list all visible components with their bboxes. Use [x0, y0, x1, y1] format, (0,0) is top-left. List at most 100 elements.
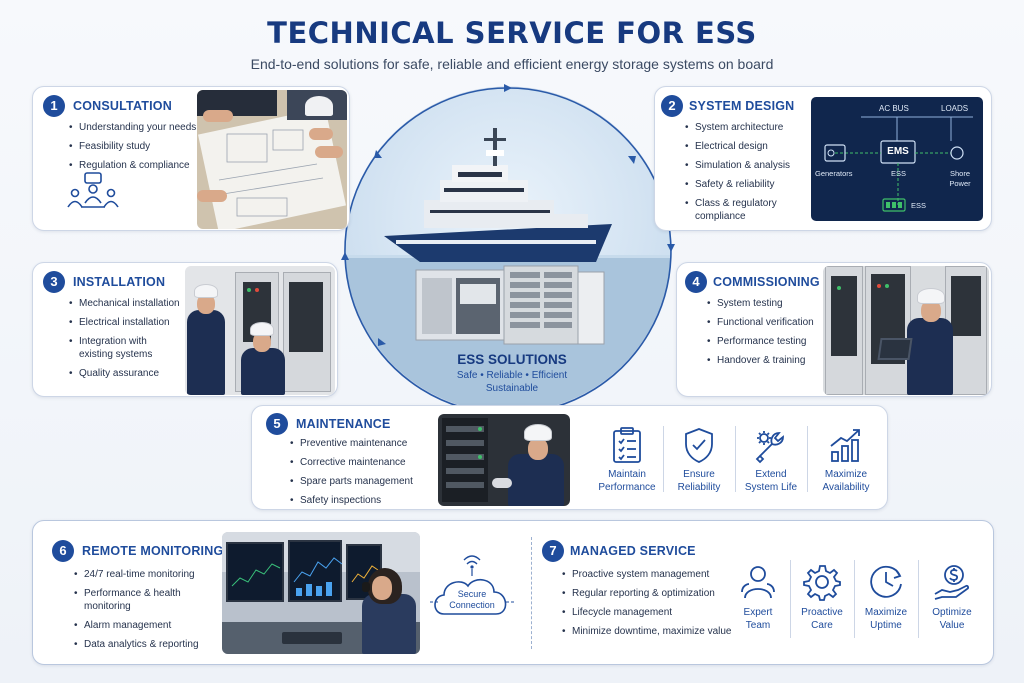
- divider: [918, 560, 919, 638]
- step-number: 2: [661, 95, 683, 117]
- card-title: SYSTEM DESIGN: [689, 99, 795, 113]
- system-design-card: 2 SYSTEM DESIGN System architecture Elec…: [654, 86, 992, 231]
- secure-connection-label: Secure Connection: [436, 589, 508, 611]
- ess-solutions-label: ESS SOLUTIONS Safe • Reliable • Efficien…: [412, 352, 612, 394]
- feature-label: Availability: [822, 482, 870, 493]
- shore-power-label: Shore Power: [949, 169, 971, 188]
- list-item: Feasibility study: [69, 140, 199, 153]
- divider: [807, 426, 808, 492]
- list-item: Handover & training: [707, 354, 823, 367]
- system-design-list: System architecture Electrical design Si…: [685, 121, 801, 229]
- list-item: Performance testing: [707, 335, 823, 348]
- divider: [735, 426, 736, 492]
- list-item: Preventive maintenance: [290, 437, 430, 450]
- growth-chart-icon: [830, 429, 860, 462]
- step-number: 6: [52, 540, 74, 562]
- feature-label: Proactive: [801, 607, 843, 618]
- feature-label: Uptime: [870, 620, 902, 631]
- list-item: Corrective maintenance: [290, 456, 430, 469]
- ems-label: EMS: [887, 146, 909, 157]
- list-item: Integration with existing systems: [69, 335, 181, 361]
- installation-card: 3 INSTALLATION Mechanical installation E…: [32, 262, 338, 397]
- feature-optimize-value: Optimize Value: [922, 562, 982, 632]
- list-item: Understanding your needs: [69, 121, 199, 134]
- consultation-photo: [197, 90, 347, 229]
- uptime-clock-icon: [870, 565, 902, 598]
- step-number: 1: [43, 95, 65, 117]
- list-item: Safety & reliability: [685, 178, 801, 191]
- card-title: MANAGED SERVICE: [570, 544, 696, 558]
- consultation-card: 1 CONSULTATION Understanding your needs …: [32, 86, 350, 231]
- consultation-list: Understanding your needs Feasibility stu…: [69, 121, 199, 178]
- commissioning-card: 4 COMMISSIONING System testing Functiona…: [676, 262, 992, 397]
- divider: [854, 560, 855, 638]
- wrench-gear-icon: [755, 431, 784, 464]
- feature-label: Reliability: [677, 482, 721, 493]
- feature-label: Maintain: [608, 469, 646, 480]
- feature-label: System Life: [744, 482, 798, 493]
- feature-extend-system-life: Extend System Life: [739, 426, 803, 494]
- team-icon: [741, 566, 775, 599]
- page-title: TECHNICAL SERVICE FOR ESS: [267, 16, 757, 50]
- list-item: Minimize downtime, maximize value: [562, 625, 742, 638]
- feature-label: Maximize: [864, 607, 908, 618]
- list-item: Safety inspections: [290, 494, 430, 507]
- ess-solutions-tagline-2: Sustainable: [485, 383, 539, 394]
- ess-solutions-title: ESS SOLUTIONS: [457, 352, 567, 367]
- list-item: System testing: [707, 297, 823, 310]
- list-item: Mechanical installation: [69, 297, 181, 310]
- divider: [531, 537, 532, 649]
- gear-icon: [803, 565, 841, 601]
- ess-small-label: ESS: [891, 169, 907, 178]
- managed-service-section: 7 MANAGED SERVICE Proactive system manag…: [534, 520, 994, 665]
- remote-monitoring-photo: [222, 532, 420, 654]
- list-item: Performance & health monitoring: [74, 587, 224, 613]
- card-title: INSTALLATION: [73, 275, 166, 289]
- list-item: Electrical installation: [69, 316, 181, 329]
- card-title: REMOTE MONITORING: [82, 544, 224, 558]
- feature-ensure-reliability: Ensure Reliability: [667, 426, 731, 494]
- feature-maximize-uptime: Maximize Uptime: [858, 562, 914, 632]
- step-number: 5: [266, 413, 288, 435]
- feature-label: Optimize: [932, 607, 972, 618]
- feature-expert-team: Expert Team: [730, 562, 786, 632]
- secure-line-2: Connection: [449, 600, 495, 610]
- installation-list: Mechanical installation Electrical insta…: [69, 297, 181, 386]
- loads-label: LOADS: [941, 104, 969, 113]
- feature-label: Value: [939, 620, 965, 631]
- secure-connection-graphic: [430, 555, 514, 615]
- commissioning-photo: [823, 266, 989, 395]
- feature-maintain-performance: Maintain Performance: [595, 426, 659, 494]
- list-item: Lifecycle management: [562, 606, 742, 619]
- list-item: 24/7 real-time monitoring: [74, 568, 224, 581]
- card-title: CONSULTATION: [73, 99, 172, 113]
- step-number: 7: [542, 540, 564, 562]
- ess-solutions-tagline: Safe • Reliable • Efficient: [456, 370, 568, 381]
- step-number: 4: [685, 271, 707, 293]
- ac-bus-label: AC BUS: [879, 104, 909, 113]
- generators-label: Generators: [815, 169, 853, 178]
- remote-monitoring-list: 24/7 real-time monitoring Performance & …: [74, 568, 224, 657]
- list-item: Regular reporting & optimization: [562, 587, 742, 600]
- list-item: Class & regulatory compliance: [685, 197, 801, 223]
- managed-service-list: Proactive system management Regular repo…: [562, 568, 742, 644]
- feature-label: Care: [811, 620, 833, 631]
- list-item: Data analytics & reporting: [74, 638, 224, 651]
- list-item: Functional verification: [707, 316, 823, 329]
- feature-label: Extend: [755, 469, 787, 480]
- list-item: System architecture: [685, 121, 801, 134]
- list-item: Proactive system management: [562, 568, 742, 581]
- feature-label: Ensure: [683, 469, 715, 480]
- feature-label: Maximize: [824, 469, 868, 480]
- feature-maximize-availability: Maximize Availability: [811, 426, 881, 494]
- list-item: Spare parts management: [290, 475, 430, 488]
- divider: [663, 426, 664, 492]
- list-item: Alarm management: [74, 619, 224, 632]
- list-item: Electrical design: [685, 140, 801, 153]
- ess-label: ESS: [911, 201, 927, 210]
- dollar-icon: [934, 565, 969, 600]
- clipboard-check-icon: [613, 427, 641, 463]
- installation-photo: [185, 266, 335, 395]
- page-subtitle: End-to-end solutions for safe, reliable …: [250, 56, 774, 72]
